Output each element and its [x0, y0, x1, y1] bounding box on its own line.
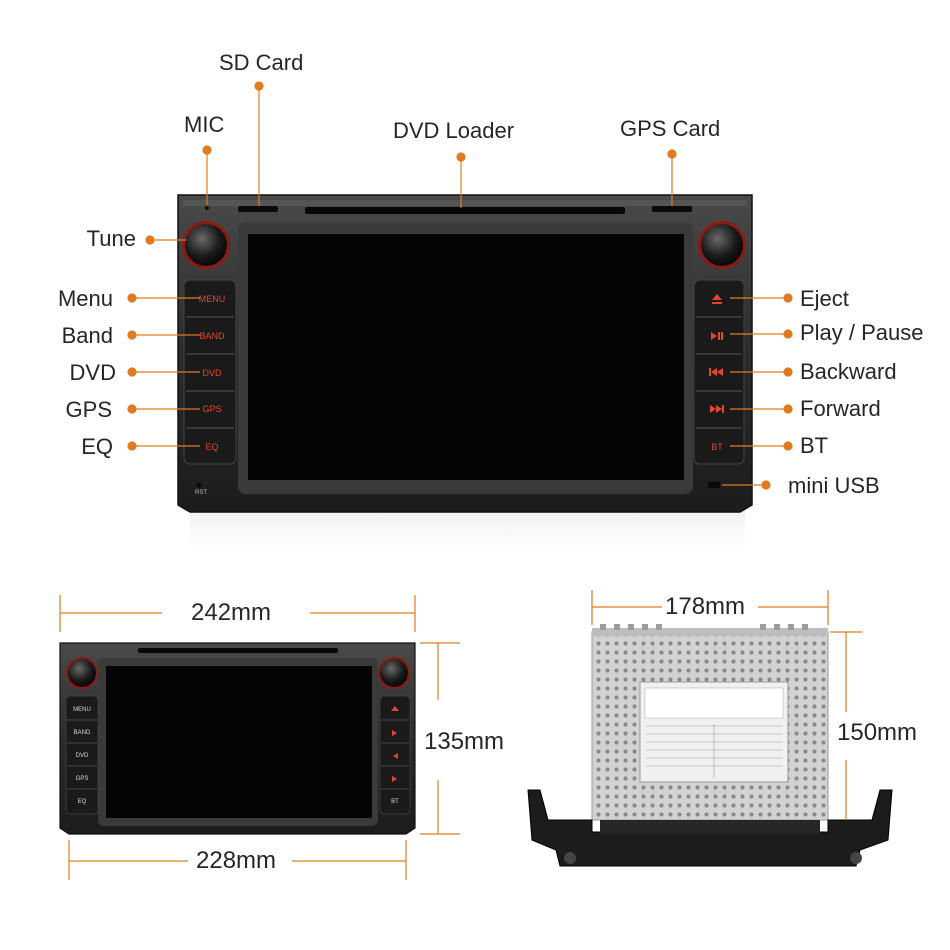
- forward-icon[interactable]: [710, 405, 724, 413]
- label-bt: BT: [800, 433, 829, 458]
- tune-knob[interactable]: [182, 221, 230, 269]
- screen[interactable]: [248, 234, 684, 480]
- label-band: Band: [61, 323, 113, 348]
- label-play-pause: Play / Pause: [800, 320, 924, 345]
- dimension-lines-rear: [591, 590, 862, 820]
- label-eject: Eject: [800, 286, 849, 311]
- small-gps-label: GPS: [76, 776, 89, 782]
- gps-card-slot[interactable]: [652, 206, 692, 212]
- label-dvd: DVD: [69, 360, 116, 385]
- bt-button[interactable]: BT: [711, 442, 723, 452]
- label-tune: Tune: [86, 226, 136, 251]
- bezel-top-edge: [183, 200, 747, 206]
- small-eject-icon: [391, 706, 399, 711]
- head-unit-front-large: MENU BAND DVD GPS EQ RST: [177, 194, 753, 560]
- callout-dot-sd-card: [254, 81, 264, 91]
- label-gps-card: GPS Card: [620, 116, 721, 141]
- left-button-column: [183, 279, 237, 465]
- callout-dot-eq: [127, 441, 137, 451]
- rst-label: RST: [195, 490, 207, 496]
- eject-icon[interactable]: [712, 294, 722, 304]
- callout-dot-backward: [783, 367, 793, 377]
- eq-button[interactable]: EQ: [205, 442, 218, 452]
- label-gps: GPS: [65, 397, 112, 422]
- callout-dot-gps: [127, 404, 137, 414]
- callout-dot-eject: [783, 293, 793, 303]
- unit-reflection: [190, 510, 745, 560]
- small-backward-icon: [393, 753, 398, 759]
- dimension-front-width: 242mm: [191, 599, 272, 626]
- backward-icon[interactable]: [709, 368, 723, 376]
- callout-dot-bt: [783, 441, 793, 451]
- mic-hole: [205, 206, 209, 210]
- play-pause-icon[interactable]: [711, 332, 723, 340]
- label-mic: MIC: [184, 112, 225, 137]
- callout-dot-band: [127, 330, 137, 340]
- gps-button[interactable]: GPS: [202, 404, 221, 414]
- menu-button[interactable]: MENU: [199, 294, 226, 304]
- label-mini-usb: mini USB: [788, 473, 880, 498]
- sd-card-slot[interactable]: [238, 206, 278, 212]
- label-menu: Menu: [57, 286, 113, 311]
- callout-lines: [127, 81, 793, 490]
- small-menu-label: MENU: [73, 707, 91, 713]
- right-knob[interactable]: [698, 221, 746, 269]
- callout-dot-dvd: [127, 367, 137, 377]
- mini-usb-port[interactable]: [708, 482, 720, 488]
- small-forward-icon: [392, 776, 397, 782]
- dimension-rear-height: 150mm: [837, 719, 918, 746]
- callout-dot-dvd-loader: [456, 152, 466, 162]
- callout-dot-play-pause: [783, 329, 793, 339]
- chassis-rear-view: [527, 624, 893, 867]
- label-dvd-loader: DVD Loader: [393, 118, 515, 143]
- label-backward: Backward: [800, 359, 897, 384]
- callout-dot-tune: [145, 235, 155, 245]
- callout-dot-menu: [127, 293, 137, 303]
- head-unit-front-small: MENU BAND DVD GPS EQ BT: [59, 642, 416, 835]
- label-eq: EQ: [81, 434, 113, 459]
- label-sd-card: SD Card: [219, 50, 304, 75]
- dvd-button[interactable]: DVD: [202, 368, 222, 378]
- dimension-front-height: 135mm: [424, 728, 505, 755]
- small-screen: [106, 666, 372, 818]
- small-play-icon: [392, 730, 397, 736]
- callout-dot-mini-usb: [761, 480, 771, 490]
- band-button[interactable]: BAND: [199, 331, 225, 341]
- dimension-front-inner-width: 228mm: [196, 847, 277, 874]
- dimension-rear-width: 178mm: [665, 593, 746, 620]
- callout-dot-gps-card: [667, 149, 677, 159]
- reset-hole[interactable]: [196, 482, 202, 488]
- callout-dot-forward: [783, 404, 793, 414]
- small-dvd-label: DVD: [76, 753, 89, 759]
- small-bt-label: BT: [391, 799, 399, 805]
- small-eq-label: EQ: [78, 799, 87, 805]
- mounting-bracket: [527, 789, 893, 867]
- callout-dot-mic: [202, 145, 212, 155]
- label-forward: Forward: [800, 396, 881, 421]
- small-band-label: BAND: [74, 730, 91, 736]
- dimension-lines-front: [59, 595, 460, 880]
- dvd-slot[interactable]: [305, 207, 625, 214]
